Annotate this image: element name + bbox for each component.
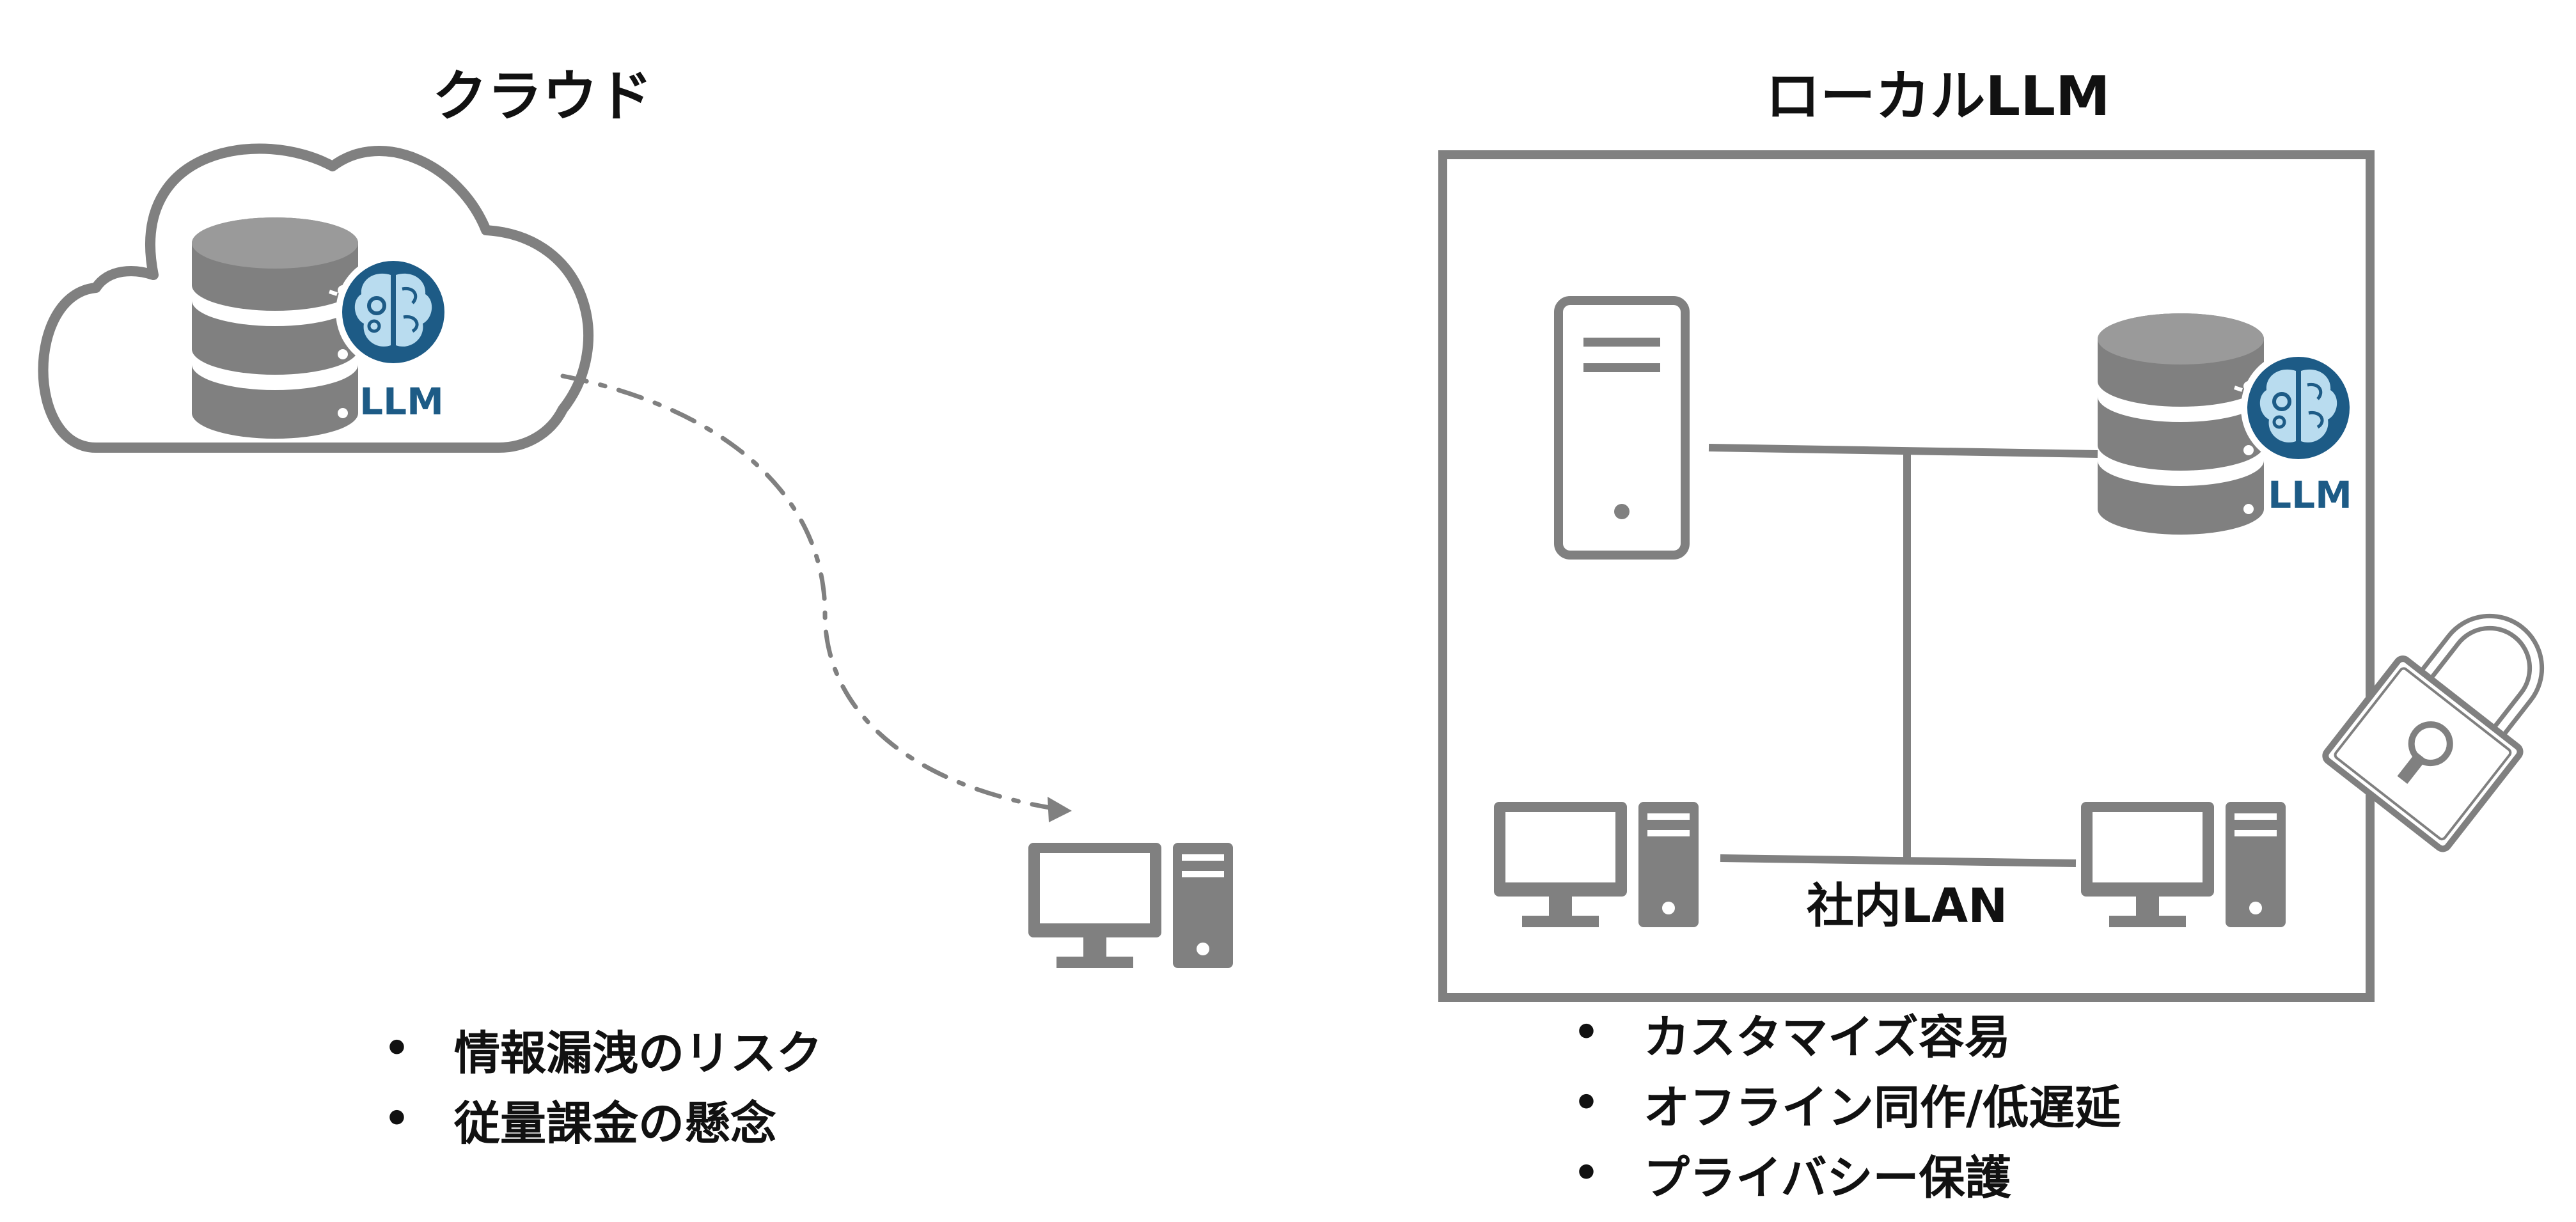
desktop-computer-icon <box>1028 843 1233 968</box>
tower-server-icon <box>1554 296 1690 560</box>
local-bullet-item: •カスタマイズ容易 <box>1573 1009 2011 1064</box>
local-bullet-list: •カスタマイズ容易 •オフライン同作/低遅延 •プライバシー保護 <box>1573 998 2121 1209</box>
lan-label: 社内LAN <box>1807 879 2007 934</box>
cloud-bullet-item: •情報漏洩のリスク <box>384 1025 823 1080</box>
cloud-bullet-item: •従量課金の懸念 <box>384 1095 777 1150</box>
padlock-icon <box>2322 613 2545 852</box>
local-desktop-right-icon <box>2081 802 2286 927</box>
database-server-icon <box>192 217 358 439</box>
local-network-box <box>1438 150 2375 1002</box>
cloud-connection-arrow <box>560 373 1064 812</box>
cloud-title: クラウド <box>432 65 652 129</box>
local-database-server-icon <box>2098 313 2264 535</box>
cloud-bullet-list: •情報漏洩のリスク •従量課金の懸念 <box>384 1014 822 1154</box>
lan-lines <box>1708 444 2098 867</box>
local-title: ローカルLLM <box>1765 65 2110 129</box>
local-llm-label: LLM <box>2268 473 2352 517</box>
arrow-head <box>1048 797 1072 822</box>
local-desktop-left-icon <box>1494 802 1699 927</box>
cloud-llm-label: LLM <box>359 380 444 423</box>
local-bullet-item: •プライバシー保護 <box>1573 1150 2011 1205</box>
local-bullet-item: •オフライン同作/低遅延 <box>1573 1079 2121 1134</box>
